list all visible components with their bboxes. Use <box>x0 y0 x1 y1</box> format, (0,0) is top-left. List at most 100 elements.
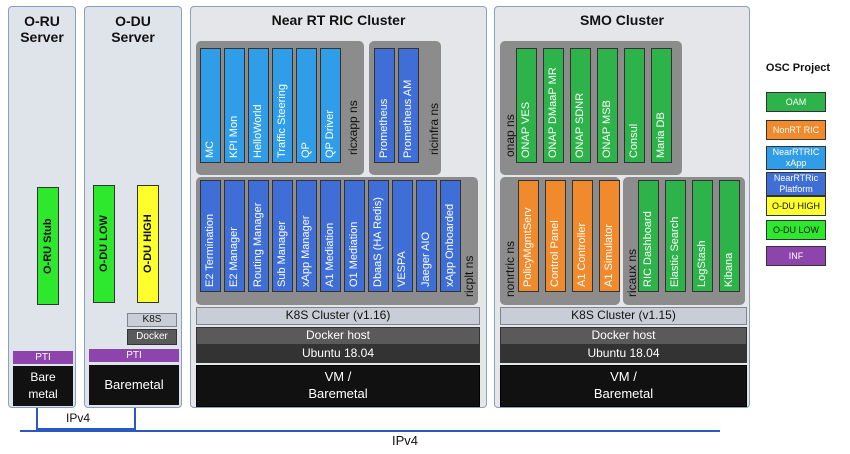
ricinfra-component-label: Prometheus AM <box>402 79 414 158</box>
legend-item: NonRT RIC <box>766 120 826 140</box>
onap-component-label: Maria DB <box>655 112 667 158</box>
ricplt-component-9: Jaeger AIO <box>416 180 437 292</box>
ricaux-component-2: LogStash <box>692 180 713 292</box>
onap-component-0: ONAP VES <box>516 48 537 163</box>
ricaux-component-label: LogStash <box>696 240 708 287</box>
onap-component-label: ONAP VES <box>520 101 532 158</box>
oru-server-title: O-RU Server <box>20 13 64 45</box>
ipv4-small-link <box>36 408 38 430</box>
legend-item-label: O-DU HIGH <box>772 200 820 211</box>
ricplt-component-label: A1 Mediation <box>324 222 336 287</box>
ricxapp-component-label: KPI Mon <box>228 115 240 158</box>
ipv4-main-line <box>20 430 720 432</box>
ricinfra-component-1: Prometheus AM <box>398 48 419 163</box>
legend-item-label: NearRTRic Platform <box>773 173 819 194</box>
ricinfra-ns-label: ricinfra ns <box>427 102 441 155</box>
onap-ns-label: onap ns <box>503 114 517 157</box>
legend-item: INF <box>766 246 826 266</box>
ricplt-component-label: Jaeger AIO <box>420 231 432 287</box>
ricplt-component-label: E2 Manager <box>228 227 240 287</box>
ricplt-component-0: E2 Termination <box>200 180 221 292</box>
ricinfra-component-label: Prometheus <box>378 98 390 158</box>
nonrtric-component-3: A1 Simulator <box>599 180 620 292</box>
legend-item-label: OAM <box>785 96 807 107</box>
onap-component-2: ONAP SDNR <box>570 48 591 163</box>
ricplt-component-4: xApp Manager <box>296 180 317 292</box>
ricplt-component-7: DbaaS (HA Redis) <box>368 180 389 292</box>
smo-cluster-title: SMO Cluster <box>579 12 664 28</box>
ricxapp-ns-label: ricxapp ns <box>346 100 360 155</box>
nonrtric-component-label: Control Panel <box>549 220 561 287</box>
legend-item: NearRTRIC xApp <box>766 146 826 170</box>
nonrtric-component-1: Control Panel <box>545 180 566 292</box>
nonrtric-ns-label: nonrtric ns <box>503 240 517 297</box>
onap-component-4: Consul <box>624 48 645 163</box>
onap-component-label: ONAP DMaaP MR <box>547 67 559 158</box>
odu-server: O-DU Server O-DU LOW O-DU HIGH K8S Docke… <box>84 6 182 408</box>
odu-low-label: O-DU LOW <box>98 215 110 273</box>
ipv4-small-link-v2 <box>134 408 136 430</box>
odu-low: O-DU LOW <box>93 185 115 303</box>
legend-item-label: O-DU LOW <box>773 224 819 235</box>
odu-docker: Docker <box>127 329 177 345</box>
ricplt-component-label: xApp Onboarded <box>444 203 456 287</box>
odu-server-title: O-DU Server <box>111 13 155 45</box>
ricaux-component-3: Kibana <box>719 180 740 292</box>
ricxapp-component-2: HelloWorld <box>248 48 269 163</box>
ipv4-main-label: IPv4 <box>392 433 419 448</box>
legend-item: O-DU HIGH <box>766 196 826 216</box>
ricplt-component-10: xApp Onboarded <box>440 180 461 292</box>
ricxapp-component-1: KPI Mon <box>224 48 245 163</box>
odu-pti: PTI <box>89 349 179 362</box>
smo-docker-host: Docker host <box>500 327 747 345</box>
ricxapp-component-label: MC <box>204 140 216 158</box>
ricplt-component-1: E2 Manager <box>224 180 245 292</box>
oru-pti: PTI <box>13 351 73 364</box>
ricplt-component-3: Sub Manager <box>272 180 293 292</box>
nonrtric-component-label: PolicyMgmtServ <box>522 207 534 287</box>
ric-ubuntu: Ubuntu 18.04 <box>196 345 480 363</box>
odu-baremetal: Baremetal <box>89 365 179 405</box>
ricplt-component-6: O1 Mediation <box>344 180 365 292</box>
ricxapp-component-5: QP Driver <box>320 48 341 163</box>
smo-ubuntu: Ubuntu 18.04 <box>500 345 747 363</box>
nonrtric-component-2: A1 Controller <box>572 180 593 292</box>
ricplt-component-label: O1 Mediation <box>348 221 360 287</box>
legend-item-label: NonRT RIC <box>772 124 820 135</box>
ricplt-component-label: DbaaS (HA Redis) <box>372 197 384 287</box>
ricxapp-component-0: MC <box>200 48 221 163</box>
ricplt-component-8: VESPA <box>392 180 413 292</box>
legend-item-label: INF <box>788 250 804 261</box>
onap-component-5: Maria DB <box>651 48 672 163</box>
ricaux-component-label: RIC Dashboard <box>642 211 654 287</box>
oru-stub-label: O-RU Stub <box>42 218 54 274</box>
ricxapp-component-label: QP <box>300 142 312 158</box>
onap-component-label: ONAP SDNR <box>574 92 586 158</box>
ricplt-component-label: E2 Termination <box>204 213 216 287</box>
odu-k8s: K8S <box>127 313 177 327</box>
onap-component-1: ONAP DMaaP MR <box>543 48 564 163</box>
ricplt-component-label: Routing Manager <box>252 202 264 287</box>
ricplt-component-label: xApp Manager <box>300 215 312 287</box>
ricxapp-component-4: QP <box>296 48 317 163</box>
oru-stub: O-RU Stub <box>37 187 59 305</box>
nonrtric-component-label: A1 Controller <box>576 222 588 287</box>
legend-item-label: NearRTRIC xApp <box>772 147 820 168</box>
ric-cluster-title: Near RT RIC Cluster <box>271 12 406 28</box>
ricxapp-component-label: Traffic Steering <box>276 84 288 158</box>
ricplt-component-2: Routing Manager <box>248 180 269 292</box>
smo-k8s-cluster: K8S Cluster (v1.15) <box>500 307 747 325</box>
legend-item: O-DU LOW <box>766 220 826 240</box>
ric-vm-baremetal: VM / Baremetal <box>196 365 480 407</box>
oru-server: O-RU Server O-RU Stub PTI Bare metal <box>8 6 76 408</box>
ric-k8s-cluster: K8S Cluster (v1.16) <box>196 307 480 325</box>
onap-component-label: Consul <box>628 123 640 158</box>
ricaux-ns-label: ricaux ns <box>625 248 639 297</box>
onap-component-3: ONAP MSB <box>597 48 618 163</box>
legend-title: OSC Project <box>765 62 831 74</box>
legend-item: OAM <box>766 92 826 112</box>
ricxapp-component-label: QP Driver <box>324 109 336 158</box>
ricplt-ns-label: ricplt ns <box>462 255 476 297</box>
ricplt-component-5: A1 Mediation <box>320 180 341 292</box>
onap-component-label: ONAP MSB <box>601 100 613 158</box>
